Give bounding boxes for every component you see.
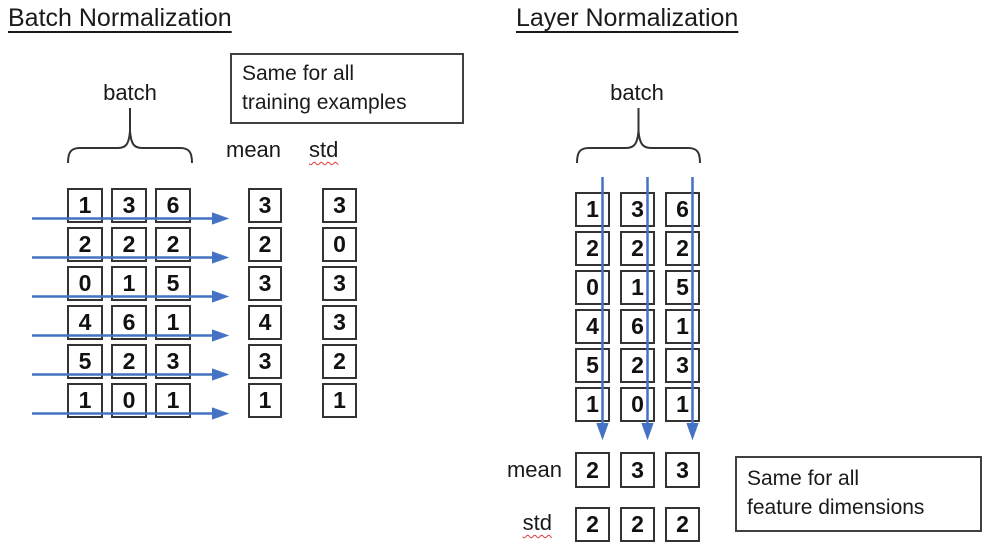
grid-cell: 2 bbox=[322, 344, 357, 379]
note-line: feature dimensions bbox=[747, 496, 925, 519]
grid-cell: 5 bbox=[665, 270, 700, 305]
batch-brace-right bbox=[576, 108, 701, 164]
grid-cell: 5 bbox=[575, 348, 610, 383]
batch-norm-mean-column: 3 2 3 4 3 1 bbox=[248, 188, 282, 418]
grid-cell: 5 bbox=[155, 266, 191, 301]
grid-cell: 3 bbox=[248, 344, 282, 379]
grid-cell: 6 bbox=[620, 309, 655, 344]
grid-cell: 3 bbox=[248, 188, 282, 223]
grid-cell: 2 bbox=[248, 227, 282, 262]
mean-label-right: mean bbox=[506, 457, 562, 482]
grid-cell: 2 bbox=[111, 344, 147, 379]
grid-cell: 2 bbox=[575, 452, 610, 488]
grid-cell: 0 bbox=[620, 387, 655, 422]
grid-cell: 1 bbox=[620, 270, 655, 305]
grid-cell: 1 bbox=[155, 305, 191, 340]
grid-cell: 2 bbox=[155, 227, 191, 262]
note-line: training examples bbox=[242, 91, 407, 114]
mean-label-left: mean bbox=[226, 137, 282, 162]
grid-cell: 6 bbox=[665, 192, 700, 227]
batch-brace-left bbox=[67, 108, 193, 164]
batch-label-right: batch bbox=[610, 80, 664, 105]
grid-cell: 3 bbox=[155, 344, 191, 379]
grid-cell: 3 bbox=[111, 188, 147, 223]
grid-cell: 3 bbox=[248, 266, 282, 301]
grid-cell: 6 bbox=[155, 188, 191, 223]
grid-cell: 2 bbox=[575, 231, 610, 266]
grid-cell: 2 bbox=[620, 507, 655, 542]
note-line: Same for all bbox=[747, 467, 860, 490]
grid-cell: 2 bbox=[665, 507, 700, 542]
grid-cell: 2 bbox=[111, 227, 147, 262]
grid-cell: 3 bbox=[620, 192, 655, 227]
grid-cell: 0 bbox=[67, 266, 103, 301]
grid-cell: 0 bbox=[322, 227, 357, 262]
grid-cell: 1 bbox=[155, 383, 191, 418]
grid-cell: 1 bbox=[67, 383, 103, 418]
grid-cell: 2 bbox=[67, 227, 103, 262]
grid-cell: 1 bbox=[575, 192, 610, 227]
note-box-training-examples: Same for all training examples bbox=[230, 53, 464, 124]
batch-label-left: batch bbox=[103, 80, 157, 105]
grid-cell: 2 bbox=[620, 348, 655, 383]
batch-norm-title: Batch Normalization bbox=[8, 4, 232, 32]
grid-cell: 4 bbox=[575, 309, 610, 344]
grid-cell: 3 bbox=[322, 188, 357, 223]
grid-cell: 1 bbox=[665, 309, 700, 344]
grid-cell: 4 bbox=[248, 305, 282, 340]
note-box-feature-dimensions: Same for all feature dimensions bbox=[735, 456, 982, 532]
grid-cell: 0 bbox=[111, 383, 147, 418]
grid-cell: 6 bbox=[111, 305, 147, 340]
grid-cell: 3 bbox=[322, 305, 357, 340]
note-line: Same for all bbox=[242, 62, 355, 85]
grid-cell: 2 bbox=[575, 507, 610, 542]
grid-cell: 3 bbox=[322, 266, 357, 301]
grid-cell: 2 bbox=[620, 231, 655, 266]
grid-cell: 1 bbox=[248, 383, 282, 418]
std-label-right: std bbox=[522, 510, 552, 535]
grid-cell: 1 bbox=[665, 387, 700, 422]
grid-cell: 5 bbox=[67, 344, 103, 379]
grid-cell: 1 bbox=[111, 266, 147, 301]
grid-cell: 3 bbox=[620, 452, 655, 488]
grid-cell: 3 bbox=[665, 452, 700, 488]
grid-cell: 3 bbox=[665, 348, 700, 383]
batch-norm-std-column: 3 0 3 3 2 1 bbox=[322, 188, 357, 418]
grid-cell: 1 bbox=[67, 188, 103, 223]
grid-cell: 2 bbox=[665, 231, 700, 266]
grid-cell: 1 bbox=[322, 383, 357, 418]
grid-cell: 4 bbox=[67, 305, 103, 340]
std-label-left: std bbox=[309, 137, 339, 162]
grid-cell: 0 bbox=[575, 270, 610, 305]
grid-cell: 1 bbox=[575, 387, 610, 422]
layer-norm-title: Layer Normalization bbox=[516, 4, 739, 32]
